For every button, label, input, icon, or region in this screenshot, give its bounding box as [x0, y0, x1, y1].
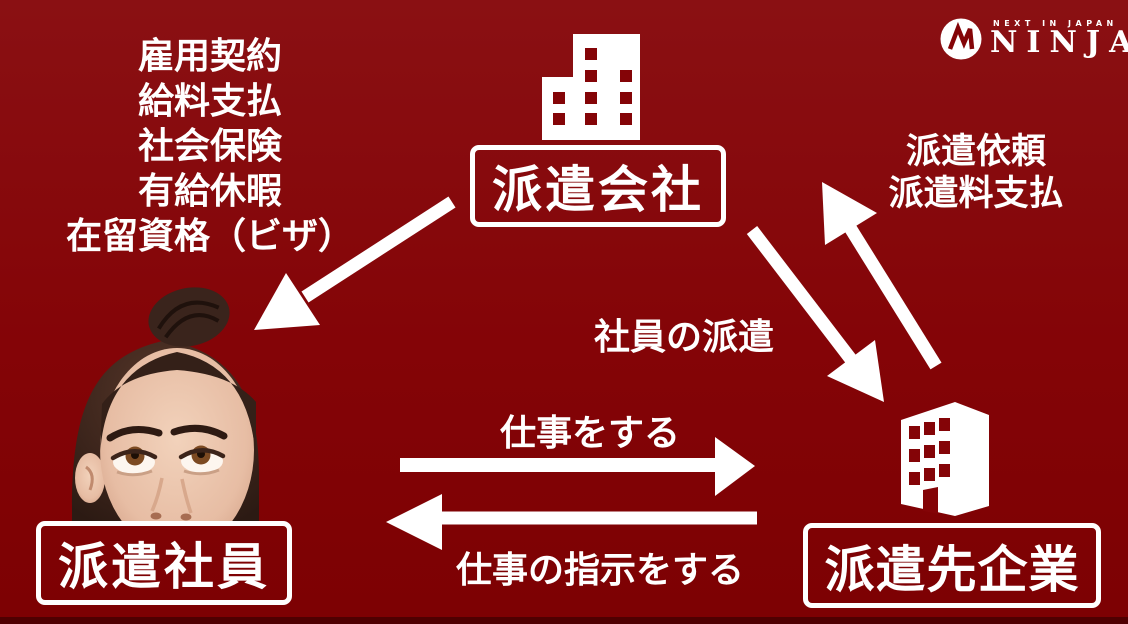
annotation-agency-to-client: 社員の派遣: [594, 317, 775, 358]
annotation-client-to-worker: 仕事の指示をする: [455, 550, 744, 591]
arrow-agency-to-worker: [254, 196, 456, 330]
worker-photo: [72, 287, 260, 523]
worker-label: 派遣社員: [58, 538, 270, 596]
client-to-agency-item: 派遣料支払: [888, 174, 1064, 214]
arrow-worker-to-client: [400, 437, 755, 496]
client-to-agency-item: 派遣依頼: [905, 132, 1046, 172]
obligation-item: 雇用契約: [137, 36, 282, 77]
office-buildings-icon: [542, 34, 640, 140]
ninja-logo: NEXT IN JAPAN NINJA: [938, 16, 1128, 62]
agency-label: 派遣会社: [492, 161, 704, 219]
obligation-item: 社会保険: [137, 126, 282, 167]
annotation-client-to-agency: 派遣依頼 派遣料支払: [848, 131, 1104, 215]
annotation-agency-obligations: 雇用契約 給料支払 社会保険 有給休暇 在留資格（ビザ）: [30, 34, 390, 259]
agency-label-box: 派遣会社: [470, 145, 726, 227]
bottom-strip: [0, 617, 1128, 624]
ninja-logo-mark-icon: [940, 18, 982, 60]
client-label: 派遣先企業: [824, 540, 1080, 599]
annotation-worker-to-client: 仕事をする: [499, 413, 680, 454]
client-label-box: 派遣先企業: [803, 523, 1101, 608]
worker-label-box: 派遣社員: [36, 521, 292, 605]
arrow-client-to-worker: [386, 494, 757, 550]
obligation-item: 給料支払: [137, 81, 282, 122]
logo-tagline: NEXT IN JAPAN: [993, 19, 1118, 29]
arrow-agency-to-client: [746, 226, 884, 402]
office-building-3d-icon: [901, 402, 989, 516]
logo-brand: NINJA: [990, 25, 1128, 61]
obligation-item: 有給休暇: [137, 171, 282, 212]
obligation-item: 在留資格（ビザ）: [65, 216, 354, 257]
arrow-client-to-agency: [822, 182, 942, 370]
